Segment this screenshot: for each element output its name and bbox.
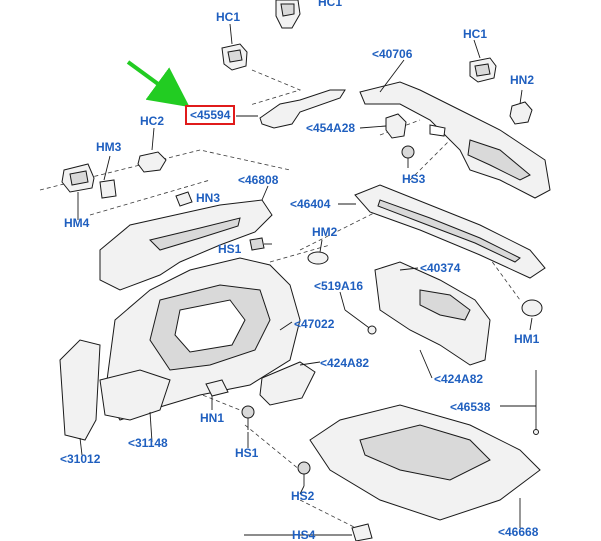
plug-hm1 xyxy=(521,299,543,317)
screw-hs1-upper xyxy=(249,237,272,251)
label-hs1-lower: HS1 xyxy=(235,446,259,460)
label-hc1-top: HC1 xyxy=(318,0,343,9)
label-40374: <40374 xyxy=(420,261,461,275)
label-hm2: HM2 xyxy=(312,225,338,239)
label-424a82-right: <424A82 xyxy=(434,372,484,386)
part-31012-pillar xyxy=(59,339,101,441)
label-leader-lines xyxy=(77,23,536,536)
clip-hn1 xyxy=(205,379,229,397)
label-hc1-right: HC1 xyxy=(463,27,488,41)
screw-hs3 xyxy=(401,145,415,168)
label-31148: <31148 xyxy=(128,436,168,450)
clip-hn2 xyxy=(509,101,533,125)
label-hs3: HS3 xyxy=(402,172,426,186)
part-46538-stud xyxy=(533,370,539,435)
label-454a28: <454A28 xyxy=(306,121,356,135)
label-45594-highlighted: <45594 xyxy=(185,105,236,125)
plug-hm2 xyxy=(307,251,329,265)
part-454a28-cover xyxy=(385,113,407,139)
part-40706-upper-panel xyxy=(359,81,551,199)
part-47022-bracket xyxy=(259,361,316,406)
label-46808: <46808 xyxy=(238,173,279,187)
label-46538: <46538 xyxy=(450,400,491,414)
clip-hc1-top xyxy=(275,0,301,29)
label-46404: <46404 xyxy=(290,197,331,211)
part-40374-right-panel xyxy=(374,261,491,366)
part-519a16-rod xyxy=(344,309,377,335)
label-31012: <31012 xyxy=(60,452,101,466)
label-hs2: HS2 xyxy=(291,489,315,503)
clip-hn3 xyxy=(175,191,193,207)
label-hc1-left: HC1 xyxy=(216,10,241,24)
part-31148-lower-panel xyxy=(99,369,171,421)
label-hn2: HN2 xyxy=(510,73,535,87)
part-46668-parcel-shelf xyxy=(309,404,541,521)
part-45594-trim-strip xyxy=(236,89,346,129)
clip-hc1-left xyxy=(221,43,248,71)
clip-hc1-right xyxy=(469,57,497,83)
label-hc2: HC2 xyxy=(140,114,165,128)
label-46668: <46668 xyxy=(498,525,539,539)
clip-hc2 xyxy=(137,151,167,173)
part-46808-side-trim xyxy=(99,199,273,291)
label-424a82-left: <424A82 xyxy=(320,356,370,370)
label-hm3: HM3 xyxy=(96,140,122,154)
part-46404-strip xyxy=(354,184,546,279)
clip-hm3 xyxy=(99,179,117,199)
clip-hm4 xyxy=(61,163,95,193)
label-hs1-upper: HS1 xyxy=(218,242,242,256)
clip-hs4 xyxy=(351,523,373,541)
screw-hs1-lower xyxy=(241,405,255,430)
label-hm4: HM4 xyxy=(64,216,90,230)
label-hs4: HS4 xyxy=(292,528,316,541)
label-40706: <40706 xyxy=(372,47,413,61)
label-hm1: HM1 xyxy=(514,332,540,346)
screw-hs2 xyxy=(297,461,311,486)
pointer-arrow xyxy=(126,60,190,108)
label-519a16: <519A16 xyxy=(314,279,364,293)
label-47022: <47022 xyxy=(294,317,335,331)
label-hn3: HN3 xyxy=(196,191,221,205)
label-hn1: HN1 xyxy=(200,411,225,425)
